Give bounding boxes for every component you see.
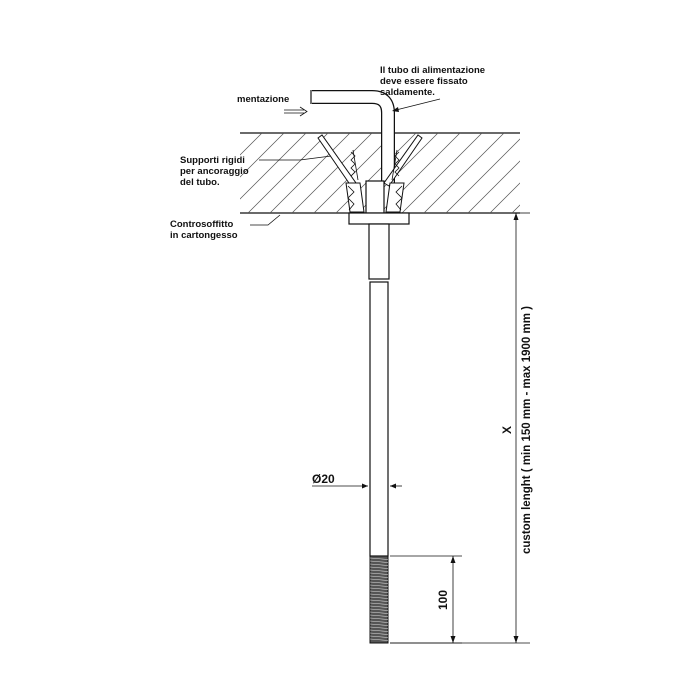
supports-line-3: del tubo. [180,177,220,188]
hatch-line [240,133,263,156]
thread-line [369,605,389,608]
slab-hatching [240,133,636,213]
thread-line [369,578,389,581]
supply-arrow-icon [284,106,308,117]
thread-line [369,635,389,638]
hatch-line [269,133,351,213]
supports-note: Supporti rigidi per ancoraggio del tubo. [180,155,332,188]
diameter-label: Ø20 [312,472,335,486]
thread-line [369,590,389,593]
hatch-line [556,133,636,213]
hatch-line [401,133,483,213]
ceiling-line-2: in cartongesso [170,230,238,241]
thread-line [369,593,389,596]
thread-line [369,626,389,629]
custom-length-label: custom lenght ( min 150 mm - max 1900 mm… [521,306,533,554]
thread-line [369,572,389,575]
thread-line [369,599,389,602]
ceiling-note: Controsoffitto in cartongesso [170,214,281,241]
thread-line [369,638,389,641]
thread-line [369,611,389,614]
supports-line-1: Supporti rigidi [180,155,245,166]
thread-line [369,608,389,611]
hatch-line [423,133,505,213]
hatch-line [240,133,307,200]
hatch-line [467,160,520,213]
supports-line-2: per ancoraggio [180,166,249,177]
ceiling-slab [240,132,636,214]
note-line-3: saldamente. [380,87,435,98]
thread-line [369,632,389,635]
hatch-line [534,133,614,213]
hatch-line [240,133,285,178]
thread-line [369,614,389,617]
hatch-line [247,133,329,213]
note-line-2: deve essere fissato [380,76,468,87]
thread-line [369,602,389,605]
rod-thread [369,557,389,641]
thread-line [369,569,389,572]
thread-line [369,563,389,566]
supply-pipe [310,90,395,185]
variable-x-label: X [500,426,514,434]
thread-line [369,617,389,620]
thread-line [369,560,389,563]
thread-line [369,584,389,587]
thread-line [369,575,389,578]
thread-length-label: 100 [436,590,450,610]
thread-line [369,566,389,569]
thread-line [369,557,389,560]
thread-line [369,581,389,584]
thread-line [369,623,389,626]
hatch-line [489,182,520,213]
ceiling-flange [348,212,410,225]
fixing-note: Il tubo di alimentazione deve essere fis… [380,65,485,112]
thread-line [369,596,389,599]
diameter-dimension: Ø20 [312,472,402,489]
hatch-line [291,133,373,213]
drop-rod [368,223,390,644]
thread-line [369,620,389,623]
thread-line [369,629,389,632]
supply-label: mentazione [237,94,289,105]
hatch-line [511,204,520,213]
hatch-line [445,138,520,213]
custom-length-dimension: X custom lenght ( min 150 mm - max 1900 … [390,212,533,644]
thread-length-dimension: 100 [390,555,462,644]
note-line-1: Il tubo di alimentazione [380,65,485,76]
ceiling-line-1: Controsoffitto [170,219,234,230]
thread-line [369,587,389,590]
rigid-supports [317,134,423,214]
